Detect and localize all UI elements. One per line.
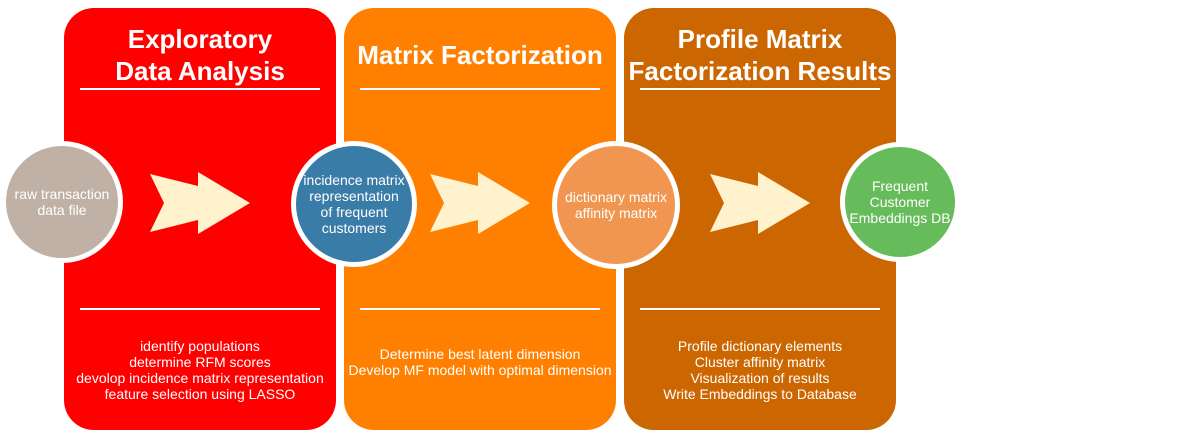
divider bbox=[360, 308, 600, 310]
divider bbox=[640, 88, 880, 90]
divider bbox=[640, 308, 880, 310]
panel-title-line: Profile Matrix bbox=[677, 24, 843, 54]
description-line: Profile dictionary elements bbox=[677, 338, 843, 354]
node-label: dictionary matrix affinity matrix bbox=[565, 189, 667, 221]
node-label-line: Embeddings DB bbox=[849, 210, 951, 226]
node-label-line: affinity matrix bbox=[574, 205, 658, 221]
description-line: devolop incidence matrix representation bbox=[76, 370, 324, 386]
panel-title: Exploratory Data Analysis bbox=[64, 23, 336, 87]
divider bbox=[360, 88, 600, 90]
node-label-line: dictionary matrix bbox=[565, 189, 667, 205]
node-label-line: customers bbox=[321, 220, 387, 236]
node-dictionary-affinity: dictionary matrix affinity matrix bbox=[552, 141, 680, 269]
description-line: Visualization of results bbox=[690, 370, 830, 386]
node-embeddings-db: Frequent Customer Embeddings DB bbox=[840, 142, 960, 262]
description-line: Cluster affinity matrix bbox=[694, 354, 826, 370]
right-arrow-icon bbox=[710, 172, 810, 234]
description-line: feature selection using LASSO bbox=[104, 386, 296, 402]
description-line: identify populations bbox=[140, 338, 260, 354]
node-label-line: of frequent bbox=[320, 204, 388, 220]
right-arrow-icon bbox=[150, 172, 250, 234]
node-label-line: representation bbox=[309, 188, 399, 204]
panel-exploratory-data-analysis: Exploratory Data Analysis identify popul… bbox=[64, 8, 336, 430]
description-line: determine RFM scores bbox=[129, 354, 271, 370]
node-label-line: Customer bbox=[869, 194, 931, 210]
description-line: Develop MF model with optimal dimension bbox=[348, 362, 612, 378]
node-incidence-matrix: incidence matrix representation of frequ… bbox=[291, 141, 417, 267]
panel-title-line: Exploratory bbox=[127, 24, 273, 54]
description-line: Determine best latent dimension bbox=[379, 346, 581, 362]
panel-title: Matrix Factorization bbox=[344, 39, 616, 71]
node-label: raw transaction data file bbox=[15, 186, 110, 218]
panel-title-line: Factorization Results bbox=[628, 56, 892, 86]
panel-description: Determine best latent dimension Develop … bbox=[344, 346, 616, 378]
panel-description: Profile dictionary elements Cluster affi… bbox=[624, 338, 896, 402]
panel-title-line: Data Analysis bbox=[115, 56, 285, 86]
panel-description: identify populations determine RFM score… bbox=[64, 338, 336, 402]
divider bbox=[80, 308, 320, 310]
right-arrow-icon bbox=[430, 172, 530, 234]
node-label-line: raw transaction bbox=[14, 186, 110, 202]
node-label-line: data file bbox=[37, 202, 87, 218]
description-line: Write Embeddings to Database bbox=[663, 386, 857, 402]
node-label-line: Frequent bbox=[871, 178, 929, 194]
node-label-line: incidence matrix bbox=[303, 172, 405, 188]
node-raw-transaction-data: raw transaction data file bbox=[1, 141, 123, 263]
panel-title: Profile Matrix Factorization Results bbox=[624, 23, 896, 87]
node-label: incidence matrix representation of frequ… bbox=[303, 172, 404, 236]
node-label: Frequent Customer Embeddings DB bbox=[849, 178, 950, 226]
divider bbox=[80, 88, 320, 90]
panel-title-line: Matrix Factorization bbox=[357, 40, 603, 70]
